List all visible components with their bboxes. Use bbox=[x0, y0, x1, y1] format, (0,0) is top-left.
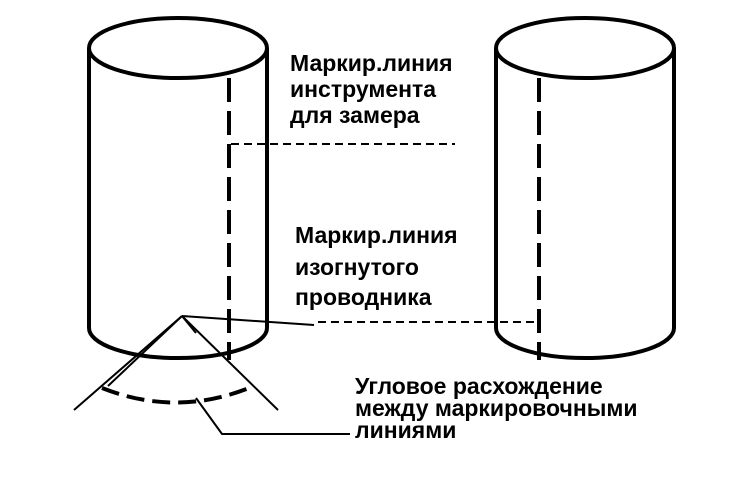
left-cylinder-bottom-arc bbox=[87, 327, 269, 360]
bent-conductor-label-line1: Маркир.линия bbox=[295, 222, 458, 248]
angle-divergence-arc bbox=[101, 384, 255, 405]
angle-ray-inner bbox=[107, 315, 183, 387]
left-cylinder-top bbox=[87, 16, 269, 80]
angle-divergence-leader bbox=[195, 397, 350, 435]
right-cylinder-top bbox=[494, 16, 676, 80]
bent-conductor-marker-label: Маркир.линия изогнутого проводника bbox=[294, 222, 459, 310]
angular-divergence-label-line2: между маркировочными bbox=[355, 395, 638, 421]
bent-marker-projection-line bbox=[181, 315, 315, 326]
angular-divergence-label-line3: линиями bbox=[355, 417, 457, 443]
bent-conductor-label-line2: изогнутого bbox=[295, 254, 419, 280]
angular-divergence-label-line1: Угловое расхождение bbox=[355, 373, 603, 399]
angular-divergence-label: Угловое расхождение между маркировочными… bbox=[354, 373, 639, 443]
right-cylinder-bottom-arc bbox=[494, 327, 676, 360]
tool-marker-label-line2: инструмента bbox=[290, 76, 437, 102]
tool-marker-label-line3: для замера bbox=[290, 102, 420, 128]
tool-marker-label-line1: Маркир.линия bbox=[290, 50, 453, 76]
angle-ray-right bbox=[181, 315, 279, 411]
right-cylinder bbox=[494, 16, 676, 360]
tool-marker-label: Маркир.линия инструмента для замера bbox=[289, 50, 454, 128]
angle-ray-inner-2 bbox=[181, 315, 197, 334]
bent-conductor-label-line3: проводника bbox=[295, 284, 432, 310]
left-cylinder bbox=[87, 16, 269, 360]
